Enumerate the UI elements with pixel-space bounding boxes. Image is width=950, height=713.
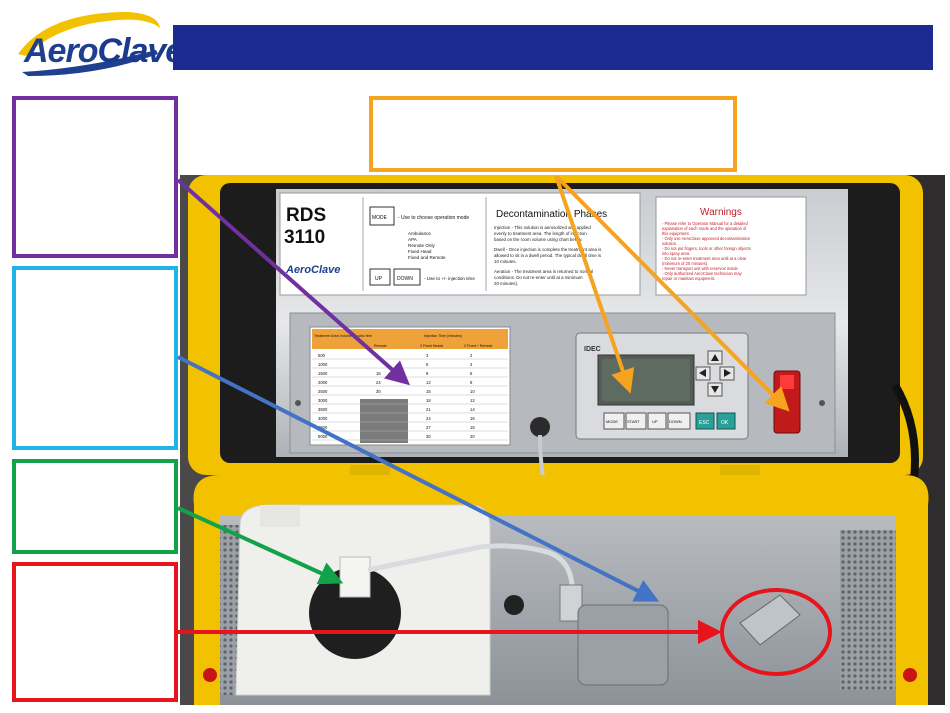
table-cell: 16 (470, 416, 475, 421)
logo-wordmark: AeroClave (24, 32, 184, 70)
svg-text:START: START (627, 419, 640, 424)
table-cell: 1500 (318, 371, 328, 376)
label-logo-text: AeroClave (285, 264, 340, 276)
svg-text:20 minutes).: 20 minutes). (494, 281, 518, 286)
svg-text:Remote Only: Remote Only (408, 243, 436, 248)
svg-text:DOWN: DOWN (397, 276, 413, 282)
table-cell: 24 (426, 416, 431, 421)
callout-box-blue (12, 266, 178, 450)
aeroclave-logo: AeroClave (8, 6, 184, 86)
svg-text:Dwell - Once injection is comp: Dwell - Once injection is complete the t… (494, 247, 602, 252)
table-cell: 3000 (318, 398, 328, 403)
decon-title: Decontamination Phases (496, 209, 607, 220)
logo-swoosh-icon (18, 12, 160, 76)
table-cell: 4500 (318, 425, 328, 430)
svg-text:allowed to sit in a dwell peri: allowed to sit in a dwell period. The ty… (494, 253, 602, 258)
table-cell: 30 (426, 434, 431, 439)
svg-text:MODE: MODE (606, 419, 618, 424)
table-cell: 500 (318, 353, 326, 358)
table-cell: 15 (426, 389, 431, 394)
svg-text:APA: APA (408, 237, 418, 242)
table-cell: 10 (470, 389, 475, 394)
table-cell: 21 (426, 407, 431, 412)
callout-box-green (12, 459, 178, 554)
model-label: RDS (286, 205, 326, 226)
header-bar (173, 25, 933, 70)
table-cell: 2000 (318, 380, 328, 385)
svg-text:ESC: ESC (699, 420, 710, 426)
svg-text:repair or maintain equipment.: repair or maintain equipment. (662, 276, 715, 281)
warnings-title: Warnings (700, 207, 742, 218)
svg-text:evenly to treatment area. The: evenly to treatment area. The length of … (494, 231, 587, 236)
svg-text:10 minutes.: 10 minutes. (494, 259, 517, 264)
svg-text:MODE: MODE (372, 215, 388, 221)
svg-text:2 Fixed + Remote: 2 Fixed + Remote (464, 344, 492, 348)
svg-text:Ambulance: Ambulance (408, 231, 431, 236)
svg-text:DOWN: DOWN (669, 419, 682, 424)
svg-text:Remote: Remote (374, 344, 387, 348)
callout-box-red (12, 562, 178, 702)
table-cell: 4000 (318, 416, 328, 421)
svg-text:Injection Time (minutes): Injection Time (minutes) (424, 334, 462, 338)
table-cell: 5000 (318, 434, 328, 439)
table-cell: 1000 (318, 362, 328, 367)
svg-text:2 Fixed Heads: 2 Fixed Heads (420, 344, 443, 348)
table-cell: 20 (470, 434, 475, 439)
table-cell: 12 (470, 398, 475, 403)
svg-text:UP: UP (375, 276, 383, 282)
controller-esc-button[interactable] (695, 412, 715, 430)
table-cell: 18 (426, 398, 431, 403)
svg-text:UP: UP (652, 419, 658, 424)
controller-ok-button[interactable] (716, 412, 736, 430)
table-cell: 12 (426, 380, 431, 385)
table-cell: 3500 (318, 407, 328, 412)
table-cell: 18 (470, 425, 475, 430)
svg-text:- Use to choose operation mode: - Use to choose operation mode (398, 215, 469, 221)
controller-brand: IDEC (584, 346, 601, 353)
controller-down-button[interactable] (667, 412, 691, 430)
table-cell: 30 (376, 389, 381, 394)
svg-text:Aeration - The treatment area: Aeration - The treatment area is returne… (494, 269, 593, 274)
table-cell: 2500 (318, 389, 328, 394)
svg-text:OK: OK (721, 420, 729, 426)
table-cell: 16 (376, 371, 381, 376)
svg-text:- Use to +/- injection time: - Use to +/- injection time (424, 276, 475, 281)
svg-text:Injection - This solution is a: Injection - This solution is aerosolized… (494, 225, 591, 230)
table-cell: 14 (470, 407, 475, 412)
svg-text:conditions. Do not re-enter un: conditions. Do not re-enter until at a m… (494, 275, 583, 280)
svg-text:Fixed and Remote: Fixed and Remote (408, 255, 446, 260)
table-cell: 24 (376, 380, 381, 385)
model-number-label: 3110 (284, 227, 325, 248)
callout-box-purple (12, 96, 178, 258)
callout-box-orange (369, 96, 737, 172)
svg-text:Fixed Head: Fixed Head (408, 249, 432, 254)
svg-text:based on the room volume using: based on the room volume using chart bel… (494, 237, 582, 242)
table-cell: 27 (426, 425, 431, 430)
device-photo: RDS 3110 AeroClave MODE - Use to choose … (180, 175, 945, 705)
svg-text:Treatment Area Volume in cubic: Treatment Area Volume in cubic feet (314, 334, 372, 338)
